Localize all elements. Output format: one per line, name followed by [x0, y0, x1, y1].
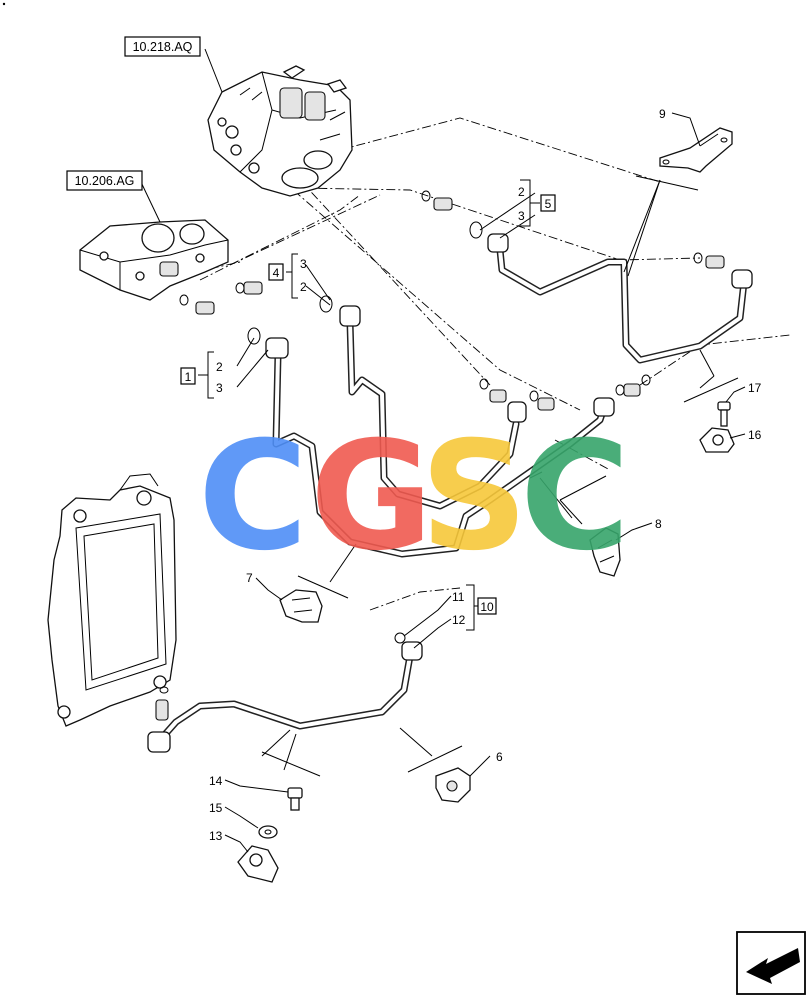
group-box-label-10: 10 — [480, 600, 494, 614]
reference-boxes: 10.218.AQ 10.206.AG — [66, 36, 201, 191]
watermark: C G S C — [198, 410, 630, 584]
return-arrow-icon[interactable] — [736, 931, 806, 995]
callout-3-group-5: 3 — [518, 209, 525, 223]
ecu-housing-drawing — [47, 473, 177, 727]
clip-part-8 — [589, 527, 621, 577]
group-box-10 — [477, 597, 497, 615]
callout-3-group-4: 3 — [300, 257, 307, 271]
ref-box-10-218-aq[interactable] — [124, 36, 201, 57]
group-brackets — [198, 179, 540, 631]
callout-17: 17 — [748, 381, 762, 395]
callout-9: 9 — [659, 107, 666, 121]
leader-lines — [139, 48, 746, 853]
fuel-pipes — [156, 246, 748, 744]
watermark-letter-c1: C — [198, 410, 308, 584]
group-box-label-5: 5 — [545, 197, 552, 211]
watermark-letter-g: G — [310, 410, 433, 584]
callout-13: 13 — [209, 829, 223, 843]
callout-2-group-4: 2 — [300, 280, 307, 294]
bolt-part-14 — [287, 787, 303, 811]
washer-part-15 — [258, 825, 278, 839]
corner-dot — [2, 2, 6, 6]
callout-14: 14 — [209, 774, 223, 788]
group-number-boxes: 1 4 5 10 — [180, 194, 556, 615]
clip-part-7 — [279, 589, 323, 623]
clamp-part-13 — [237, 845, 279, 883]
watermark-letter-c2: C — [520, 410, 630, 584]
callout-3-group-1: 3 — [216, 381, 223, 395]
callout-numbers: 2 3 3 2 2 3 6 7 8 9 11 12 13 14 15 16 17 — [209, 107, 762, 843]
ref-box-10-206-ag[interactable] — [66, 170, 143, 191]
screw-part-17 — [717, 401, 731, 427]
callout-16: 16 — [748, 428, 762, 442]
callout-15: 15 — [209, 801, 223, 815]
group-box-5 — [540, 194, 556, 212]
group-box-label-1: 1 — [185, 370, 192, 384]
callout-8: 8 — [655, 517, 662, 531]
connector-part-6 — [435, 767, 471, 803]
callout-2-group-1: 2 — [216, 360, 223, 374]
connector-fittings — [155, 190, 725, 721]
callout-11: 11 — [452, 590, 465, 604]
ref-label-10-206-ag[interactable]: 10.206.AG — [75, 174, 135, 188]
group-box-label-4: 4 — [273, 266, 280, 280]
clamp-part-16 — [699, 427, 735, 453]
injection-block-drawing — [79, 219, 229, 301]
group-box-4 — [268, 263, 284, 281]
high-pressure-pump-drawing — [207, 65, 353, 197]
bracket-part-9 — [659, 127, 733, 173]
watermark-letter-s: S — [420, 410, 528, 584]
callout-7: 7 — [246, 571, 253, 585]
pipe-fittings — [147, 233, 753, 753]
callout-12: 12 — [452, 613, 466, 627]
callout-2-group-5: 2 — [518, 185, 525, 199]
ref-label-10-218-aq[interactable]: 10.218.AQ — [133, 40, 193, 54]
callout-6: 6 — [496, 750, 503, 764]
group-box-1 — [180, 367, 196, 385]
